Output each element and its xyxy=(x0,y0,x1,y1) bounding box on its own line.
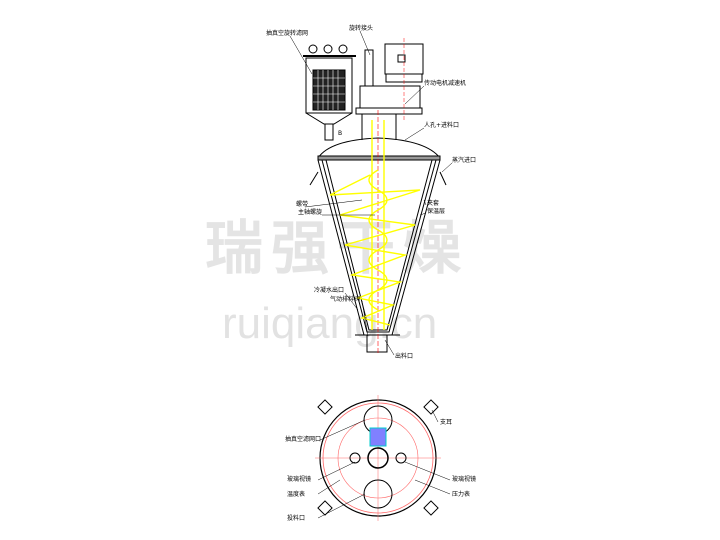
label-sight-glass-right: 玻璃视镜 xyxy=(452,475,476,483)
label-support-lug: 支耳 xyxy=(440,418,452,426)
label-manhole-inlet: 人孔+进料口 xyxy=(424,121,459,129)
label-rotary-joint: 旋转接头 xyxy=(349,24,373,32)
label-vacuum-rotary-filter: 抽真空旋转滤网 xyxy=(266,29,308,37)
plan-view xyxy=(315,395,441,521)
leader-lines xyxy=(289,30,453,519)
label-discharge: 出料口 xyxy=(395,352,413,360)
label-steam-inlet: 蒸汽进口 xyxy=(452,156,476,164)
label-thermometer: 温度表 xyxy=(287,490,305,498)
mark-b: B xyxy=(338,130,342,137)
label-sight-glass-left: 玻璃视镜 xyxy=(287,475,311,483)
watermark-cn: 瑞强干燥 xyxy=(205,214,469,282)
label-pneumatic-valve: 气动排料阀 xyxy=(330,295,360,303)
vacuum-filter xyxy=(303,44,356,141)
label-feed-port: 投料口 xyxy=(287,514,305,522)
watermark-url: ruiqiang.cn xyxy=(222,299,437,348)
label-condensate-outlet: 冷凝水出口 xyxy=(314,286,344,294)
label-ribbon: 螺带 xyxy=(296,200,308,208)
label-vacuum-filter-port: 抽真空滤网口 xyxy=(285,435,321,443)
label-insulation: 保温层 xyxy=(427,207,445,215)
label-pressure-gauge: 压力表 xyxy=(452,490,470,498)
screw-ribbon xyxy=(329,120,421,330)
drive-unit xyxy=(355,43,424,140)
label-motor-reducer: 传动电机减速机 xyxy=(424,79,466,87)
label-jacket: 夹套 xyxy=(427,199,439,207)
label-main-screw: 主轴螺旋 xyxy=(298,208,322,216)
